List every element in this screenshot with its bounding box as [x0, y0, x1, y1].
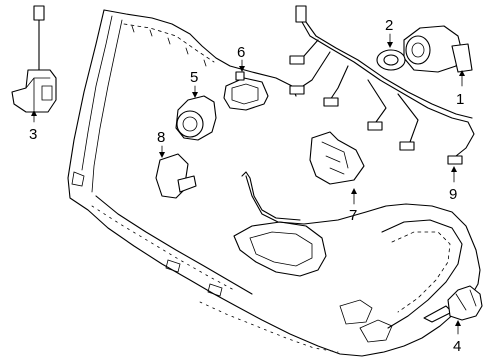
callout-8: 8: [157, 129, 165, 158]
part-1-sensor: [403, 25, 473, 73]
callout-label-4: 4: [453, 338, 461, 355]
callout-label-5: 5: [190, 69, 198, 86]
part-8-bezel: [155, 153, 197, 199]
callout-label-3: 3: [29, 126, 37, 143]
part-7-bracket: [309, 131, 365, 185]
callout-4: 4: [453, 320, 461, 355]
part-2-ring: [376, 49, 406, 71]
callout-2: 2: [385, 17, 393, 48]
callout-label-8: 8: [157, 129, 165, 146]
callout-label-1: 1: [456, 91, 464, 108]
wiring-harness: [289, 5, 475, 165]
callout-1: 1: [456, 70, 465, 108]
part-5-sensor-cap: [175, 95, 217, 141]
part-6-housing: [223, 71, 269, 111]
callout-6: 6: [237, 44, 245, 72]
callout-label-7: 7: [349, 207, 357, 224]
callout-9: 9: [449, 166, 457, 203]
bumper-cover: [67, 9, 481, 357]
callout-label-9: 9: [449, 186, 457, 203]
part-3-bracket: [11, 5, 57, 113]
part-4-sensor: [423, 285, 483, 323]
callout-label-2: 2: [385, 17, 393, 34]
callout-5: 5: [190, 69, 198, 98]
callout-label-6: 6: [237, 44, 245, 61]
callout-3: 3: [29, 110, 37, 143]
callout-7: 7: [349, 188, 357, 224]
